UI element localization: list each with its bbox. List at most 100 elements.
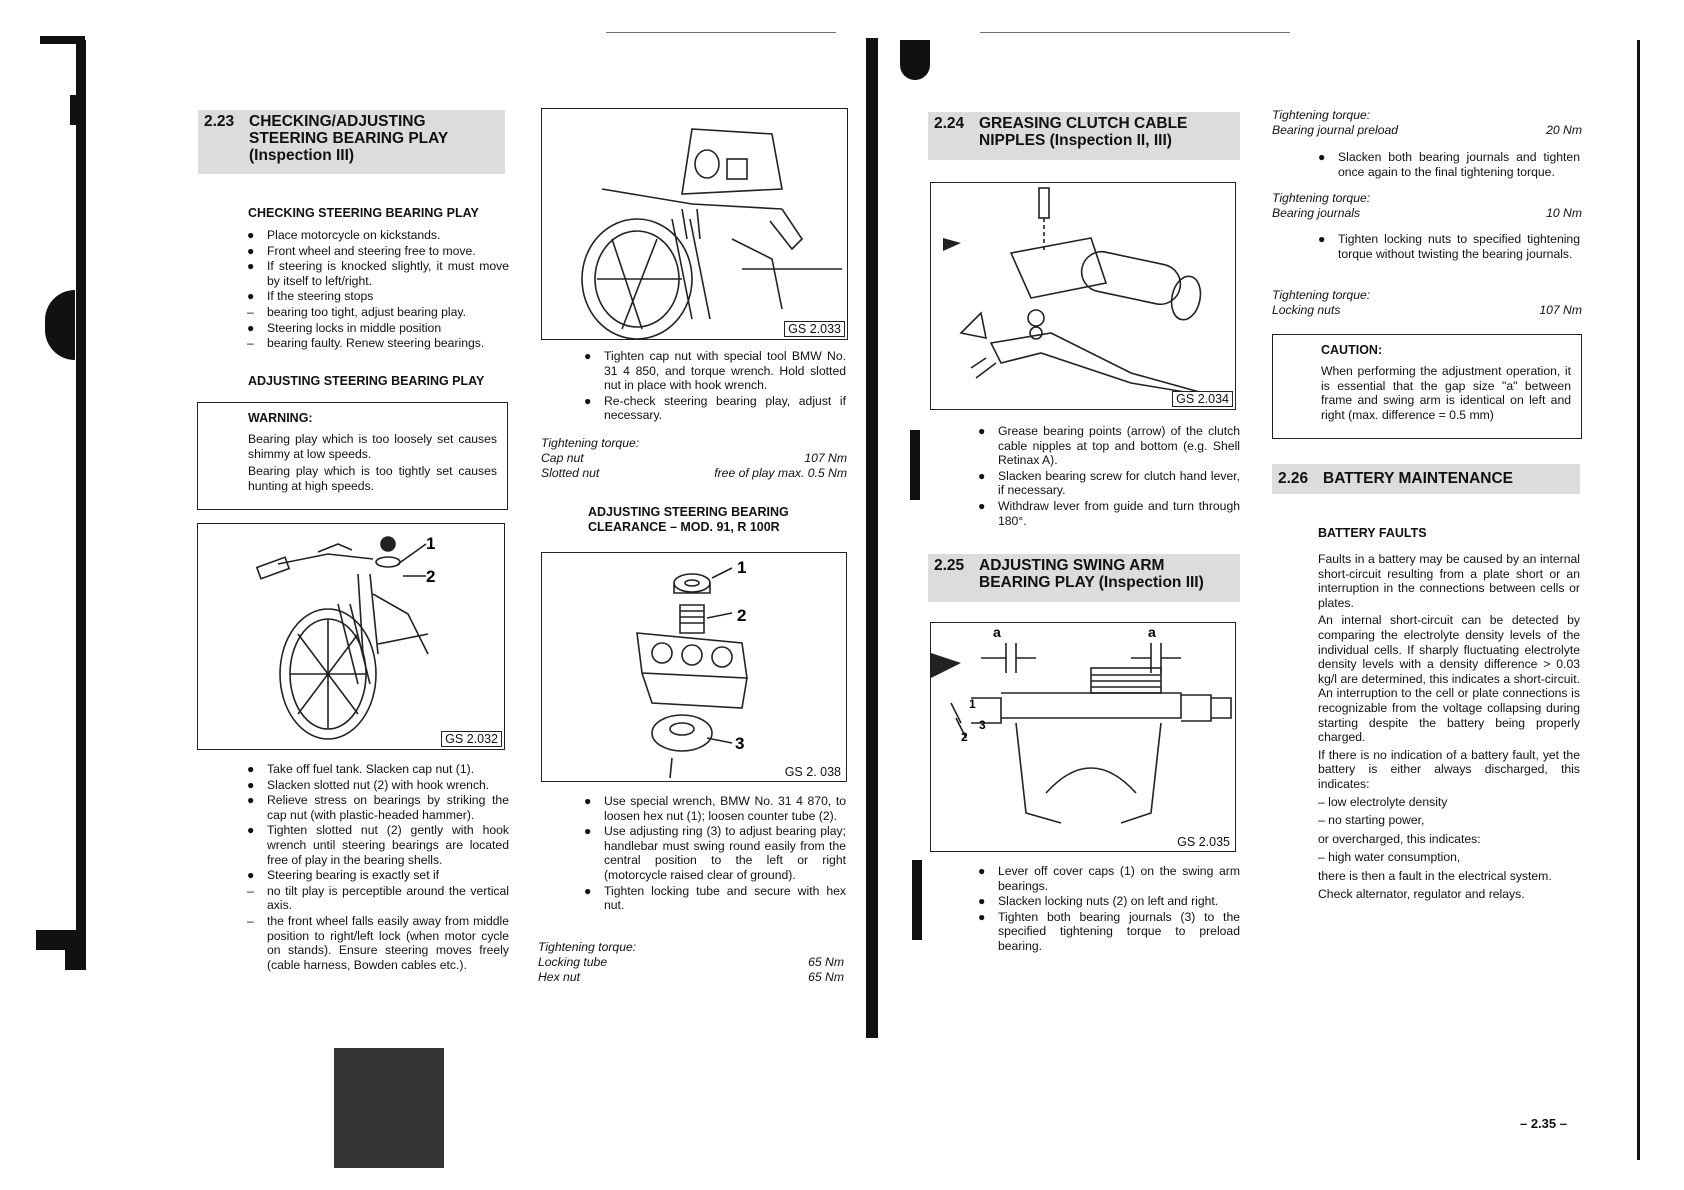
warning-box: WARNING: Bearing play which is too loose…: [197, 402, 508, 510]
list-item: ●Tighten locking nuts to specified tight…: [1318, 232, 1580, 261]
section-number: 2.25: [934, 557, 965, 574]
caution-text: When performing the adjustment operation…: [1321, 364, 1571, 422]
list-item: ●Take off fuel tank. Slacken cap nut (1)…: [247, 762, 475, 776]
list-item: ●Lever off cover caps (1) on the swing a…: [978, 864, 1240, 893]
list-item: ●Re-check steering bearing play, adjust …: [584, 393, 846, 423]
paragraph: Check alternator, regulator and relays.: [1318, 887, 1525, 902]
list-item: ●Relieve stress on bearings by striking …: [247, 793, 509, 822]
list-item: ●Grease bearing points (arrow) of the cl…: [978, 424, 1240, 468]
clutch-lever-illustration: [943, 187, 1222, 399]
callout-2: 2: [961, 730, 968, 744]
fig3-steps: ●Use special wrench, BMW No. 31 4 870, t…: [584, 794, 846, 914]
page-number: – 2.35 –: [1520, 1116, 1567, 1131]
callout-1: 1: [426, 534, 435, 553]
section-number: 2.23: [204, 113, 235, 130]
step-tighten-locking-nuts: ●Tighten locking nuts to specified tight…: [1318, 232, 1580, 262]
torque-table-preload: Tightening torque: Bearing journal prelo…: [1272, 108, 1582, 138]
list-item: ●Tighten both bearing journals (3) to th…: [978, 909, 1240, 953]
section-heading-2-24: 2.24 GREASING CLUTCH CABLE NIPPLES (Inspe…: [928, 112, 1240, 160]
clearance-heading: ADJUSTING STEERING BEARING CLEARANCE – M…: [588, 505, 789, 534]
callout-1: 1: [969, 697, 976, 711]
steering-bearing-parts-illustration: 1 2 3: [636, 558, 748, 779]
list-item: ●Withdraw lever from guide and turn thro…: [978, 498, 1240, 528]
callout-a-left: a: [993, 624, 1001, 640]
battery-faults-heading: BATTERY FAULTS: [1318, 526, 1427, 540]
list-item: ●Steering bearing is exactly set if: [247, 868, 440, 883]
section-heading-2-26: 2.26 BATTERY MAINTENANCE: [1272, 464, 1580, 494]
torque-title: Tightening torque:: [1272, 191, 1371, 205]
list-item: ●Tighten cap nut with special tool BMW N…: [584, 349, 846, 393]
paragraph: – high water consumption,: [1318, 850, 1461, 865]
paragraph: – no starting power,: [1318, 813, 1425, 828]
figure-special-tool: GS 2.033: [541, 108, 848, 340]
callout-2: 2: [426, 567, 435, 586]
section-number: 2.26: [1278, 470, 1309, 487]
battery-text: Faults in a battery may be caused by an …: [1318, 552, 1580, 902]
section-heading-2-25: 2.25 ADJUSTING SWING ARM BEARING PLAY (In…: [928, 554, 1240, 602]
paragraph: or overcharged, this indicates:: [1318, 831, 1481, 846]
callout-3: 3: [979, 718, 986, 732]
figure-label: GS 2.033: [784, 321, 845, 337]
checking-heading: CHECKING STEERING BEARING PLAY: [248, 206, 479, 220]
section-title: BATTERY MAINTENANCE: [1323, 470, 1514, 487]
section-number: 2.24: [934, 115, 965, 132]
torque-title: Tightening torque:: [538, 940, 637, 954]
callout-a-right: a: [1148, 624, 1156, 640]
fig4-steps: ●Grease bearing points (arrow) of the cl…: [978, 424, 1240, 529]
figure-clutch-lever: GS 2.034: [930, 182, 1236, 410]
warning-line: Bearing play which is too loosely set ca…: [248, 432, 497, 461]
adjusting-heading: ADJUSTING STEERING BEARING PLAY: [248, 374, 485, 388]
list-item: ●If the steering stops: [247, 289, 374, 304]
caution-title: CAUTION:: [1321, 343, 1383, 357]
figure-label: GS 2.034: [1172, 391, 1233, 407]
figure-steering-head: 1 2 GS 2.032: [197, 523, 505, 750]
figure-swing-arm: a a 1 2 3 GS 2.035: [930, 622, 1236, 852]
list-item: ●Front wheel and steering free to move.: [247, 243, 476, 258]
section-title: ADJUSTING SWING ARM BEARING PLAY (Inspec…: [979, 557, 1204, 591]
torque-title: Tightening torque:: [1272, 108, 1371, 122]
callout-3: 3: [735, 734, 744, 753]
torque-title: Tightening torque:: [1272, 288, 1371, 302]
figure-label: GS 2.032: [441, 731, 502, 747]
figure-label: GS 2. 038: [781, 765, 844, 779]
list-item: ●Slacken bearing screw for clutch hand l…: [978, 468, 1240, 498]
steering-head-illustration: 1 2: [255, 534, 435, 740]
checking-list: ●Place motorcycle on kickstands. ●Front …: [247, 228, 509, 352]
list-item: ●Slacken locking nuts (2) on left and ri…: [978, 894, 1219, 909]
section-heading-2-23: 2.23 CHECKING/ADJUSTING STEERING BEARING …: [198, 110, 505, 174]
list-item: ●If steering is knocked slightly, it mus…: [247, 259, 509, 288]
list-item: –the front wheel falls easily away from …: [247, 913, 509, 972]
warning-line: Bearing play which is too tightly set ca…: [248, 464, 497, 493]
list-item: ●Slacken both bearing journals and tight…: [1318, 150, 1580, 179]
step-slacken-journals: ●Slacken both bearing journals and tight…: [1318, 150, 1580, 180]
callout-2: 2: [737, 606, 746, 625]
list-item: ●Use adjusting ring (3) to adjust bearin…: [584, 824, 846, 882]
list-item: ●Tighten locking tube and secure with he…: [584, 883, 846, 913]
list-item: –bearing too tight, adjust bearing play.: [247, 304, 466, 319]
section-title: GREASING CLUTCH CABLE NIPPLES (Inspectio…: [979, 115, 1188, 149]
list-item: ●Place motorcycle on kickstands.: [247, 228, 441, 242]
paragraph: If there is no indication of a battery f…: [1318, 747, 1580, 791]
list-item: ●Use special wrench, BMW No. 31 4 870, t…: [584, 794, 846, 823]
steps-list: ●Take off fuel tank. Slacken cap nut (1)…: [247, 762, 509, 973]
fig2-steps: ●Tighten cap nut with special tool BMW N…: [584, 349, 846, 424]
paragraph: An internal short-circuit can be detecte…: [1318, 613, 1580, 745]
list-item: ●Steering locks in middle position: [247, 320, 442, 335]
caution-box: CAUTION: When performing the adjustment …: [1272, 334, 1582, 439]
figure-label: GS 2.035: [1174, 835, 1233, 849]
section-title: CHECKING/ADJUSTING STEERING BEARING PLAY…: [249, 113, 448, 164]
paragraph: Faults in a battery may be caused by an …: [1318, 552, 1580, 610]
paragraph: – low electrolyte density: [1318, 794, 1448, 809]
list-item: –bearing faulty. Renew steering bearings…: [247, 336, 485, 351]
